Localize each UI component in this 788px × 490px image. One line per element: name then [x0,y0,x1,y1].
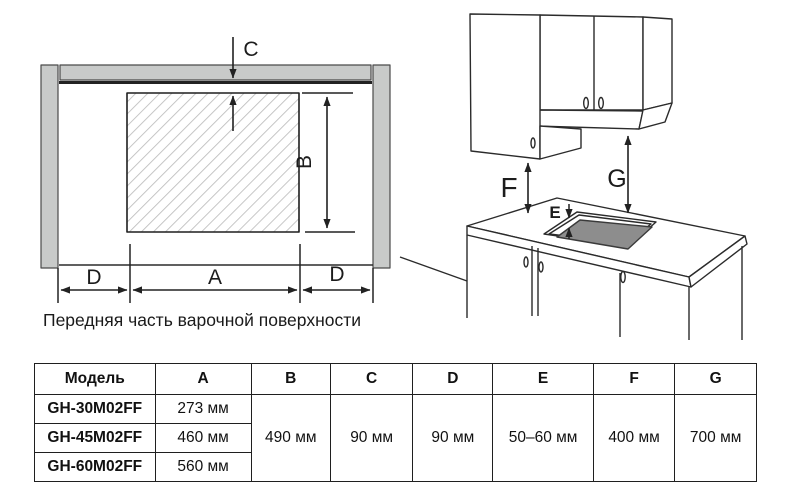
dim-b-label: B [293,155,316,169]
model-name: GH-30M02FF [34,394,156,424]
header-c: C [329,363,414,395]
value-b: 490 мм [250,394,331,482]
table-header-row: Модель A B C D E F G [34,363,757,395]
header-a: A [154,363,252,395]
header-e: E [492,363,594,395]
value-f: 400 мм [592,394,676,482]
dim-c-label: C [243,38,258,61]
value-a: 460 мм [154,423,252,453]
side-cabinet-handle [530,137,536,149]
dim-g-label: G [607,165,626,193]
dim-e-label: E [549,203,560,222]
header-f: F [592,363,676,395]
value-c: 90 мм [329,394,414,482]
installation-diagrams: C B D A D Передняя часть варочной поверх… [40,13,748,340]
dim-d-left-label: D [86,266,101,289]
wall-cabinet-right-side [642,16,673,111]
model-name: GH-45M02FF [34,423,156,453]
table-row: GH-60M02FF 560 мм [34,452,757,482]
table-row: GH-45M02FF 460 мм [34,423,757,453]
cooktop-surface [556,219,653,250]
header-g: G [674,363,757,395]
dim-d-right-label: D [329,263,344,286]
value-g: 700 мм [674,394,757,482]
side-cabinet-return-panel [539,125,582,160]
dim-f-label: F [500,172,517,203]
cutout-hatched-area [126,92,300,233]
hood-right-side [638,102,673,130]
value-d: 90 мм [412,394,494,482]
value-e: 50–60 мм [492,394,594,482]
diagram-caption: Передняя часть варочной поверхности [43,310,361,330]
header-b: B [250,363,331,395]
left-wall-panel [40,64,59,269]
adjacent-counter-line [399,256,468,282]
base-door-handle-middle [620,270,626,284]
base-door-handle-right [538,261,544,273]
header-d: D [412,363,494,395]
value-a: 560 мм [154,452,252,482]
countertop-right-band [688,235,748,288]
side-cabinet-front [469,13,541,160]
dim-a-label: A [208,266,222,289]
cutout-top-view-diagram: C B D A D Передняя часть варочной поверх… [40,37,391,330]
base-door-handle-left [523,256,529,268]
back-wall-panel [59,64,372,81]
wall-cabinet-front [539,14,644,111]
header-model: Модель [34,363,156,395]
right-wall-panel [372,64,391,269]
model-name: GH-60M02FF [34,452,156,482]
dimensions-table: Модель A B C D E F G GH-30M02FF 273 мм 4… [34,363,757,482]
wall-door-handle-right [598,96,605,110]
table-row: GH-30M02FF 273 мм 490 мм 90 мм 90 мм 50–… [34,394,757,482]
installation-perspective-diagram [399,13,748,340]
value-a: 273 мм [154,394,252,424]
wall-door-handle-left [583,96,590,110]
